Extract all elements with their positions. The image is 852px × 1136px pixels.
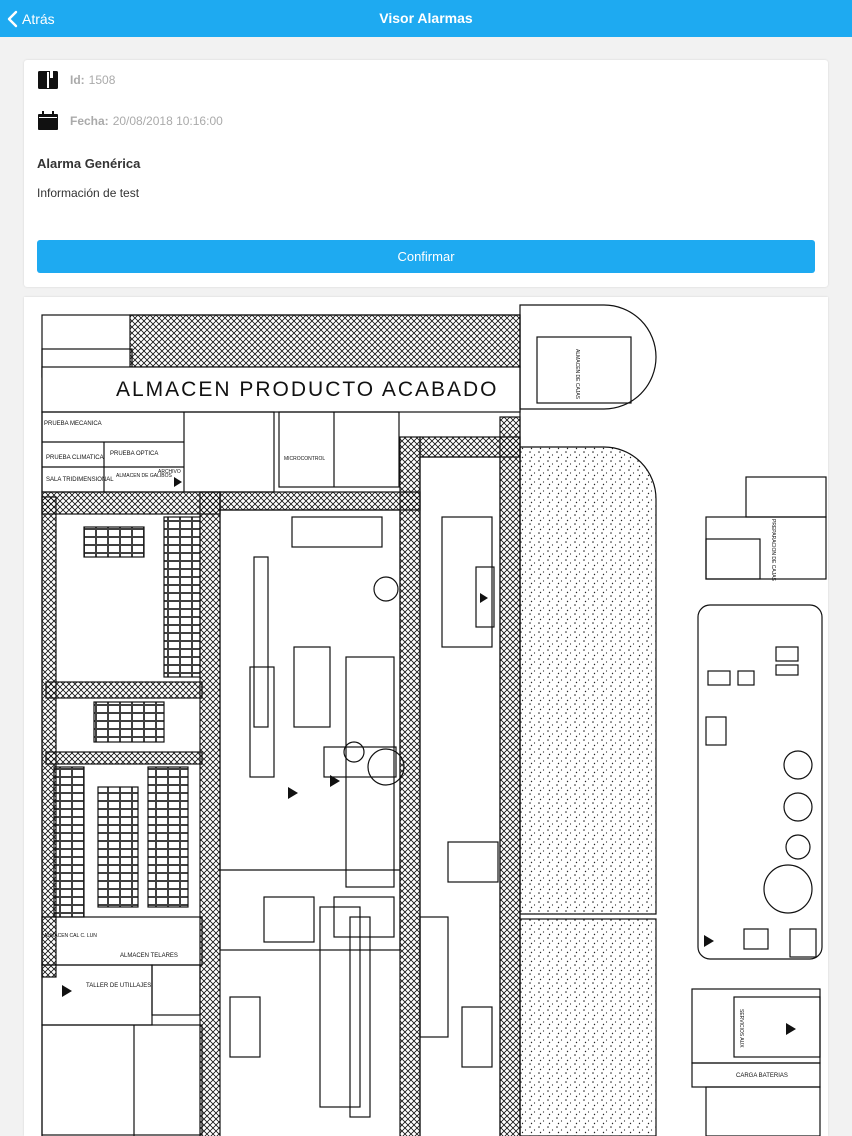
floor-plan-viewer[interactable]: ALMACEN PRODUCTO ACABADO PRUEBA MECANICA… <box>24 297 828 1136</box>
map-label-almacen-galibos: ALMACEN DE GALIBOS <box>116 473 173 479</box>
back-button[interactable]: Atrás <box>6 0 55 37</box>
map-label-almacen-telares: ALMACEN TELARES <box>120 953 178 959</box>
page-title: Visor Alarmas <box>379 10 473 26</box>
map-label-archivo: ARCHIVO <box>158 469 181 475</box>
map-label-almacen-cajas: ALMACEN DE CAJAS <box>574 349 580 400</box>
chevron-left-icon <box>7 10 18 27</box>
alarm-date-value: 20/08/2018 10:16:00 <box>112 114 223 128</box>
map-label-prueba-climatica: PRUEBA CLIMATICA <box>46 455 104 461</box>
alarm-id-key: Id: <box>70 73 85 87</box>
map-label-taller-utillajes: TALLER DE UTILLAJES <box>86 983 151 989</box>
map-label-prueba-optica: PRUEBA OPTICA <box>110 451 158 457</box>
alarm-id-row: Id: 1508 <box>37 69 115 91</box>
map-label-almacen-c: ALMACEN CAL C. LUN <box>44 933 97 939</box>
alarm-date-row: Fecha: 20/08/2018 10:16:00 <box>37 110 223 132</box>
map-label-sala-tridimensional: SALA TRIDIMENSIONAL <box>46 477 114 483</box>
confirm-button[interactable]: Confirmar <box>37 240 815 273</box>
alarm-date-key: Fecha: <box>70 114 109 128</box>
map-label-main: ALMACEN PRODUCTO ACABADO <box>116 378 499 401</box>
map-label-carga-baterias: CARGA BATERIAS <box>736 1073 788 1079</box>
alarm-id-value: 1508 <box>88 73 116 87</box>
map-label-microcontrol: MICROCONTROL <box>284 456 325 462</box>
navigation-bar: Atrás Visor Alarmas <box>0 0 852 37</box>
back-button-label: Atrás <box>22 10 55 27</box>
map-label-prueba-mecanica: PRUEBA MECANICA <box>44 421 102 427</box>
map-label-preparacion: PREPARACION DE CAJAS <box>770 519 776 582</box>
floor-plan-drawing[interactable]: ALMACEN PRODUCTO ACABADO PRUEBA MECANICA… <box>24 297 828 1136</box>
alarm-card: Id: 1508 Fecha: 20/08/2018 10:16:00 Alar… <box>24 60 828 287</box>
alarm-info: Información de test <box>37 186 140 200</box>
calendar-icon <box>37 111 59 131</box>
map-label-servicios-aux: SERVICIOS AUX <box>738 1009 744 1048</box>
book-icon <box>37 70 59 90</box>
alarm-title: Alarma Genérica <box>37 156 141 171</box>
